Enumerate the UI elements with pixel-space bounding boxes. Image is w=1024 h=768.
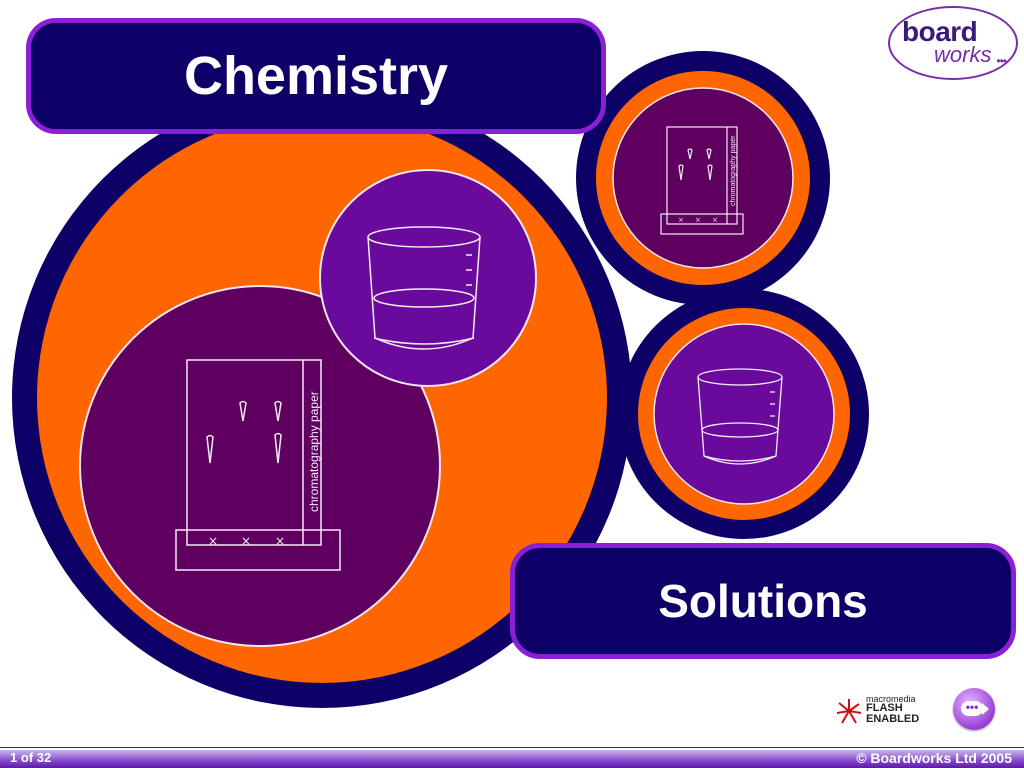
small-circle-bottom-inner: [653, 323, 835, 505]
chromatography-label-large: chromatography paper: [307, 391, 321, 512]
svg-text:×: ×: [678, 216, 684, 224]
large-circle-inner: [79, 285, 441, 647]
sample-marks-small: × × ×: [678, 216, 718, 224]
svg-text:×: ×: [712, 216, 718, 224]
next-button[interactable]: •••: [953, 688, 995, 730]
next-arrow-icon: [982, 703, 989, 715]
chromatography-label-small: chromatography paper: [730, 135, 737, 206]
copyright-notice: © Boardworks Ltd 2005: [856, 750, 1012, 766]
chromatography-paper-icon-small: [660, 126, 744, 235]
flash-text-macromedia: macromedia: [866, 694, 916, 704]
flash-enabled-badge: macromedia FLASH ENABLED: [834, 692, 944, 728]
subtitle-banner: Solutions: [510, 543, 1016, 659]
svg-text:×: ×: [208, 534, 218, 548]
svg-text:×: ×: [275, 534, 285, 548]
small-circle-top-inner: [612, 87, 794, 269]
page-counter: 1 of 32: [10, 750, 52, 765]
logo-dots: •••: [996, 54, 1007, 68]
logo-text-board: board: [902, 16, 978, 47]
boardworks-logo: board works •••: [888, 6, 1018, 80]
flash-text-flash: FLASH ENABLED: [866, 703, 919, 725]
logo-text-works: works: [934, 42, 992, 67]
beaker-circle-large: [319, 169, 537, 387]
page-title: Chemistry: [183, 46, 449, 106]
beaker-icon-small: [697, 368, 783, 465]
flash-logo-icon: [836, 699, 862, 724]
chromatography-paper-icon: [175, 359, 341, 571]
svg-text:×: ×: [695, 216, 701, 224]
title-banner: Chemistry: [26, 18, 606, 134]
footer-bar: [0, 748, 1024, 768]
flash-text-line3: ENABLED: [866, 713, 920, 725]
page-subtitle: Solutions: [658, 575, 868, 627]
beaker-icon: [367, 226, 481, 350]
flash-text-line2: FLASH: [866, 702, 903, 714]
next-button-label: •••: [961, 701, 983, 716]
sample-marks-large: × × ×: [208, 534, 285, 548]
svg-text:×: ×: [241, 534, 251, 548]
